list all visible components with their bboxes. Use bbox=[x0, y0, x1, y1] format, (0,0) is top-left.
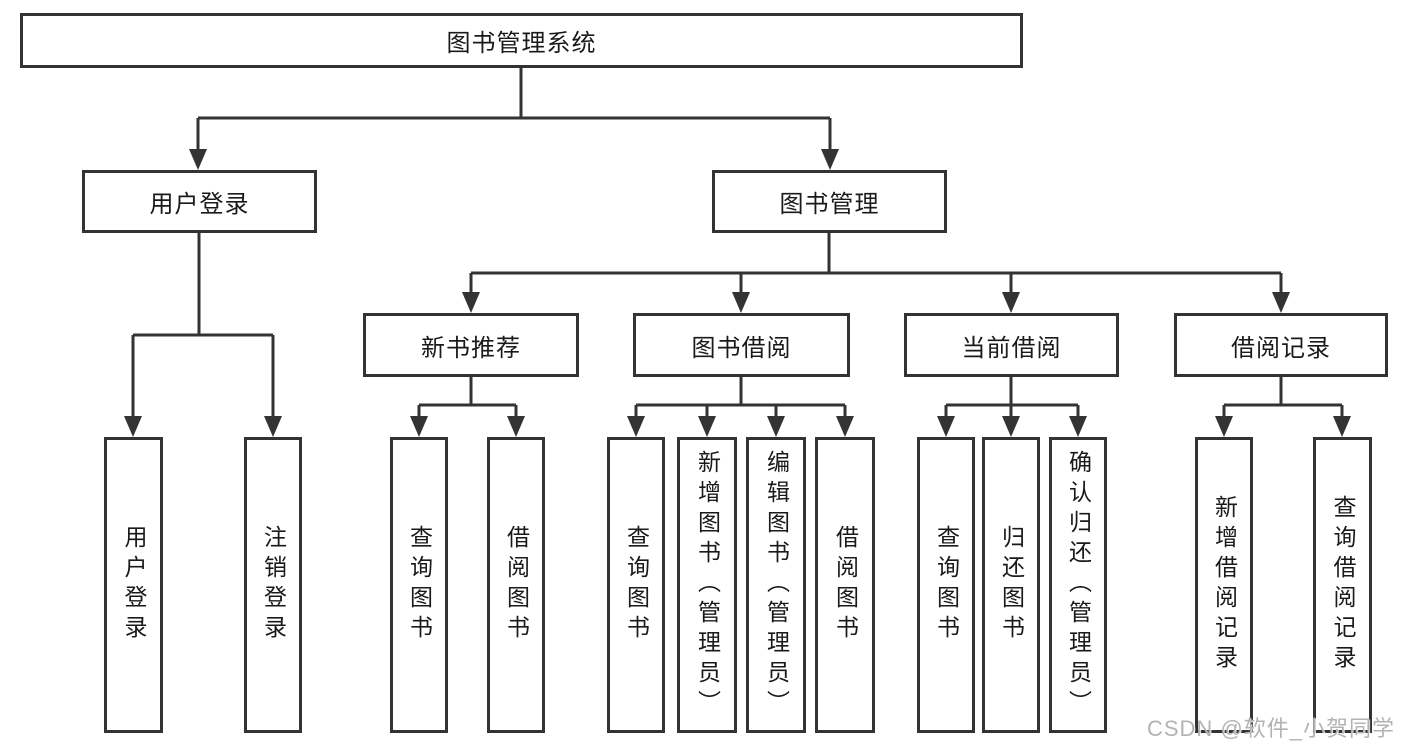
node-user-login: 用户登录 bbox=[82, 170, 317, 233]
connector-borrow-records-children bbox=[1215, 377, 1351, 437]
leaf-br-add-record: 新增借阅记录 bbox=[1195, 437, 1253, 733]
leaf-nb-borrow-book: 借阅图书 bbox=[487, 437, 545, 733]
connector-root-to-level1 bbox=[189, 68, 839, 170]
leaf-bb-add-book-admin: 新增图书（管理员） bbox=[677, 437, 737, 733]
leaf-bb-borrow-book: 借阅图书 bbox=[815, 437, 875, 733]
node-book-mgmt: 图书管理 bbox=[712, 170, 947, 233]
leaf-logout: 注销登录 bbox=[244, 437, 302, 733]
leaf-user-login: 用户登录 bbox=[104, 437, 163, 733]
node-book-borrow: 图书借阅 bbox=[633, 313, 850, 377]
connector-new-book-children bbox=[410, 377, 525, 437]
node-new-book-recommend: 新书推荐 bbox=[363, 313, 579, 377]
node-current-borrow: 当前借阅 bbox=[904, 313, 1119, 377]
leaf-cb-confirm-return-admin: 确认归还（管理员） bbox=[1049, 437, 1107, 733]
leaf-cb-query-book: 查询图书 bbox=[917, 437, 975, 733]
leaf-nb-query-book: 查询图书 bbox=[390, 437, 448, 733]
node-root: 图书管理系统 bbox=[20, 13, 1023, 68]
connector-user-login-children bbox=[124, 233, 282, 437]
connector-book-borrow-children bbox=[627, 377, 854, 437]
leaf-bb-query-book: 查询图书 bbox=[607, 437, 665, 733]
leaf-br-query-record: 查询借阅记录 bbox=[1313, 437, 1372, 733]
node-borrow-records: 借阅记录 bbox=[1174, 313, 1388, 377]
leaf-cb-return-book: 归还图书 bbox=[982, 437, 1040, 733]
leaf-bb-edit-book-admin: 编辑图书（管理员） bbox=[746, 437, 806, 733]
connector-book-mgmt-children bbox=[462, 233, 1290, 313]
connector-current-borrow-children bbox=[937, 377, 1087, 437]
watermark-text: CSDN @软件_小贺同学 bbox=[1146, 716, 1395, 741]
